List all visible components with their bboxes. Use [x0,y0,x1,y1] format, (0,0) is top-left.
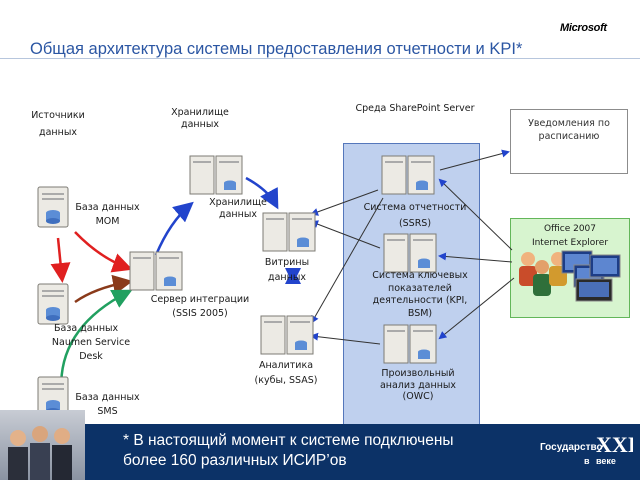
title-divider [0,58,640,59]
office-line-2: Internet Explorer [531,238,609,248]
notifications-box: Уведомления по расписанию [510,109,628,174]
integration-server-label: Сервер интеграции (SSIS 2005) [140,293,260,321]
db-naumen-label-3: Desk [79,351,103,362]
sharepoint-label: Среда SharePoint Server [355,103,475,114]
arrow-mom-to-integration [74,231,133,273]
integration-server-label-1: Сервер интеграции [150,294,250,305]
footer-note-line-2: более 160 различных ИСИР’ов [123,452,347,469]
db-naumen-icon [36,282,70,330]
arrow-office-to-ssrs [438,178,513,251]
ssrs-label-2: (SSRS) [398,218,432,229]
gov-logo-text-4: XXI [596,432,633,457]
analytics-icon [259,313,317,361]
integration-server-icon [128,249,186,297]
arrow-office-to-kpi [438,252,513,263]
notifications-line-1: Уведомления по [528,118,610,129]
db-mom-icon [36,185,70,233]
gov-logo-text-2: в [584,456,590,466]
footer-note: * В настоящий момент к системе подключен… [123,431,523,471]
arrow-integration-to-storage [154,201,194,256]
storage-node-icon [188,153,246,201]
db-naumen-label-2: Naumen Service [51,337,131,348]
owc-label: Произвольный анализ данных (OWC) [358,368,478,403]
footer-people-photo [0,410,85,480]
page-title: Общая архитектура системы предоставления… [30,40,523,58]
kpi-label-1: Система ключевых [372,270,468,281]
gov-logo-text-3: веке [596,456,616,466]
owc-label-1: Произвольный [381,368,455,379]
db-mom-label-1: База данных [75,202,140,213]
office-line-1: Office 2007 [543,224,597,234]
arrow-ssrs-to-marts [310,189,379,216]
marts-label: Витрины данных [256,255,318,285]
kpi-label: Система ключевых показателей деятельност… [350,270,490,320]
storage-node-label-1: Хранилище [209,197,267,208]
ssrs-label-1: Система отчетности [363,202,467,213]
arrow-ssrs-to-analytics [311,197,384,324]
sources-header-1: Источники [31,110,85,121]
analytics-label-1: Аналитика [258,360,314,371]
kpi-label-2: показателей [388,282,452,294]
owc-label-3: (OWC) [402,391,434,402]
gov-logo-text-1: Государство [540,442,603,453]
db-mom-label-2: MOM [95,216,120,227]
microsoft-logo: Microsoft [560,22,607,34]
arrow-storage-to-marts [245,176,279,210]
integration-server-label-2: (SSIS 2005) [172,308,228,319]
analytics-label-2: (кубы, SSAS) [254,375,318,386]
storage-header-2: данных [181,119,219,130]
sources-header: Источники данных [18,107,98,141]
gov-logo: Государство в веке XXI [538,430,636,472]
db-sms-label: База данных SMS [70,391,145,419]
marts-icon [261,210,319,258]
db-sms-label-2: SMS [97,406,118,417]
storage-header: Хранилище данных [160,107,240,131]
analytics-label: Аналитика (кубы, SSAS) [246,358,326,388]
ssrs-label: Система отчетности (SSRS) [350,200,480,232]
arrow-office-to-owc [438,277,515,340]
db-naumen-label: База данных Naumen Service Desk [46,322,136,364]
sources-header-2: данных [39,127,77,138]
footer-note-line-1: * В настоящий момент к системе подключен… [123,432,454,449]
arrow-mom-to-naumen [50,237,71,283]
db-naumen-label-1: База данных [54,323,119,334]
owc-label-2: анализ данных [379,379,457,391]
arrow-ssrs-to-notifications [439,149,510,171]
storage-node-label-2: данных [219,209,257,220]
storage-node-label: Хранилище данных [208,197,268,221]
kpi-label-4: BSM) [407,307,433,319]
marts-label-2: данных [268,272,306,283]
storage-header-1: Хранилище [171,107,229,118]
kpi-label-3: деятельности (KPI, [372,295,468,306]
db-sms-label-1: База данных [75,392,140,403]
footer-bar [85,424,640,480]
arrow-kpi-to-marts [310,220,381,249]
owc-icon [382,322,440,370]
notifications-line-2: расписанию [538,131,600,142]
ssrs-icon [380,153,438,201]
users-laptops-icon [514,245,629,311]
marts-label-1: Витрины [264,257,310,268]
kpi-icon [382,231,440,279]
arrow-naumen-to-integration [74,274,133,304]
db-mom-label: База данных MOM [70,201,145,229]
arrow-owc-to-analytics [310,332,381,345]
